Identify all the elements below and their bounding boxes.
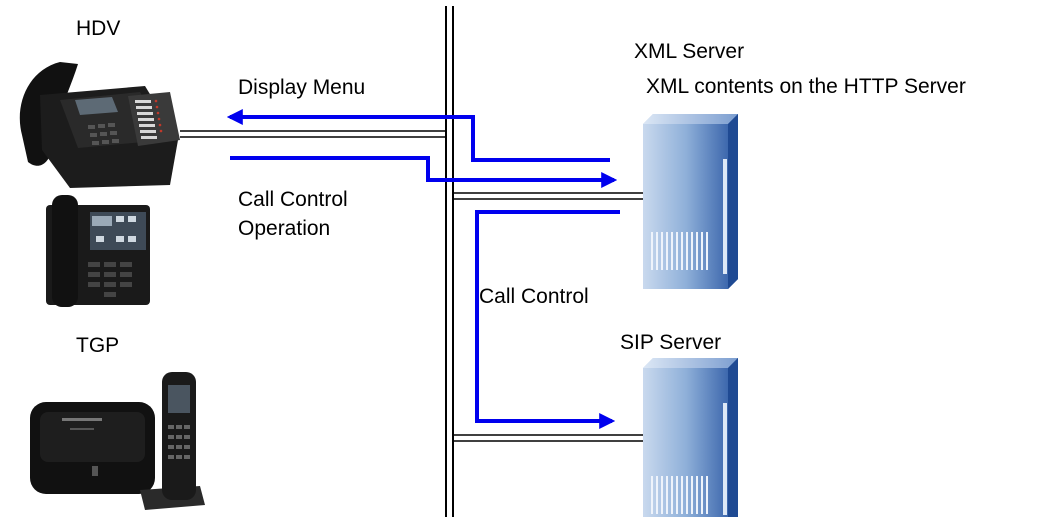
call-control-operation-label-line1: Call Control [238, 188, 348, 211]
sip-server-connection-line [453, 434, 645, 442]
dect-handset-icon [140, 372, 205, 510]
network-backbone [445, 6, 454, 517]
xml-server-label: XML Server [634, 40, 745, 63]
hdv-connection-line [180, 130, 446, 138]
sip-server-icon [643, 358, 738, 517]
hdv-label: HDV [76, 17, 121, 40]
dect-base-station-icon [30, 402, 155, 494]
call-control-operation-label-line2: Operation [238, 217, 331, 240]
call-control-arrow [475, 210, 620, 429]
touchscreen-desk-phone-icon [46, 195, 150, 307]
xml-server-icon [643, 114, 738, 289]
display-menu-label: Display Menu [238, 76, 366, 99]
call-control-label: Call Control [479, 285, 589, 308]
xml-server-connection-line [453, 192, 645, 200]
desk-phone-icon [19, 62, 180, 188]
tgp-label: TGP [76, 334, 120, 357]
sip-server-label: SIP Server [620, 331, 722, 354]
display-menu-arrow [226, 109, 610, 162]
call-control-operation-arrow [230, 156, 618, 188]
xml-server-description: XML contents on the HTTP Server [646, 75, 966, 98]
